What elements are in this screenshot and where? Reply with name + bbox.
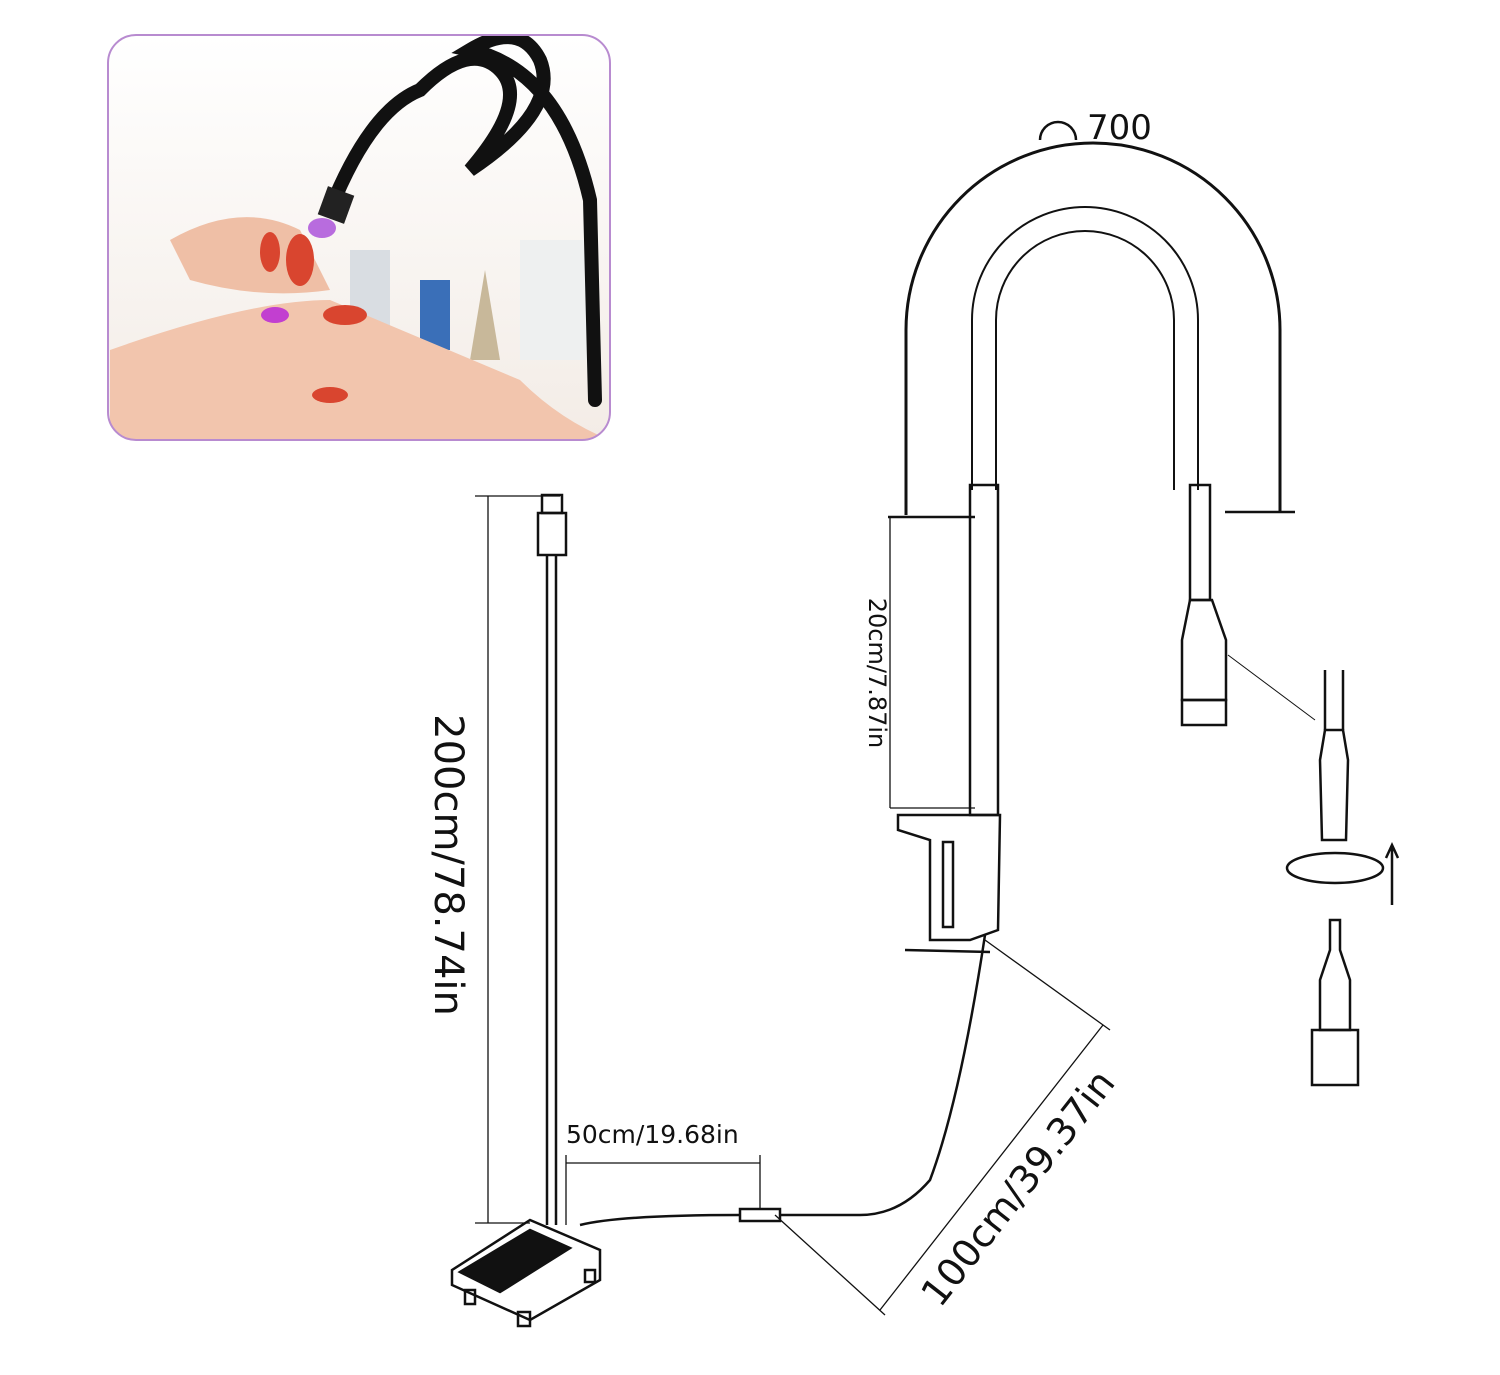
bend-angle-label: 700: [1087, 108, 1152, 148]
pedal-cable-length-label: 50cm/19.68in: [566, 1120, 739, 1149]
up-arrow-icon: [1384, 842, 1400, 905]
rotate-arrow-icon: [1285, 851, 1385, 885]
lamp-line-art: [450, 120, 1400, 1328]
arc-icon: [1038, 120, 1078, 141]
gooseneck-length-label: 20cm/7.87in: [863, 597, 891, 749]
product-photo: [107, 34, 611, 441]
usb-cable-length-label: 200cm/78.74in: [425, 714, 471, 1016]
